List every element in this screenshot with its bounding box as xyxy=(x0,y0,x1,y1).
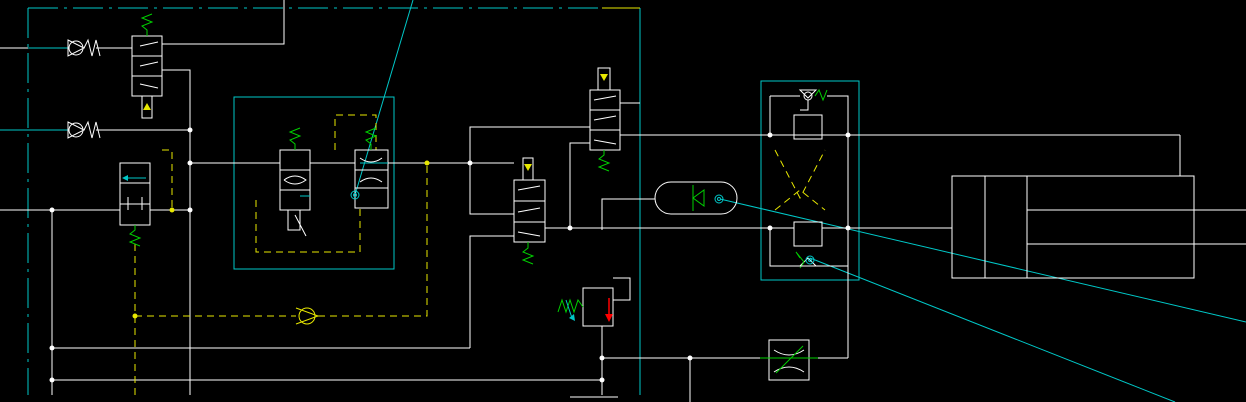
pilot-check-valve xyxy=(769,88,849,140)
directional-valve xyxy=(589,67,621,172)
relief-valve xyxy=(557,277,631,327)
check-valve xyxy=(67,38,101,57)
junction-dots xyxy=(49,127,851,383)
pilot-check-module-boundary xyxy=(760,80,860,281)
directional-valve xyxy=(119,162,151,247)
directional-valve xyxy=(513,157,546,265)
accumulator xyxy=(654,181,738,215)
throttle-valve xyxy=(760,339,818,381)
flow-control-valve xyxy=(350,127,389,209)
flow-control-module-boundary xyxy=(233,96,395,270)
pipework xyxy=(0,0,1181,402)
pilot-check-valve xyxy=(769,221,849,269)
pilot-lines xyxy=(134,7,826,395)
shuttle-check-valve xyxy=(295,307,320,325)
check-valve xyxy=(67,120,101,139)
flow-control-valve xyxy=(279,127,311,237)
directional-valve xyxy=(131,13,163,119)
hydraulic-cylinder xyxy=(951,175,1246,279)
system-boundary xyxy=(27,7,641,395)
